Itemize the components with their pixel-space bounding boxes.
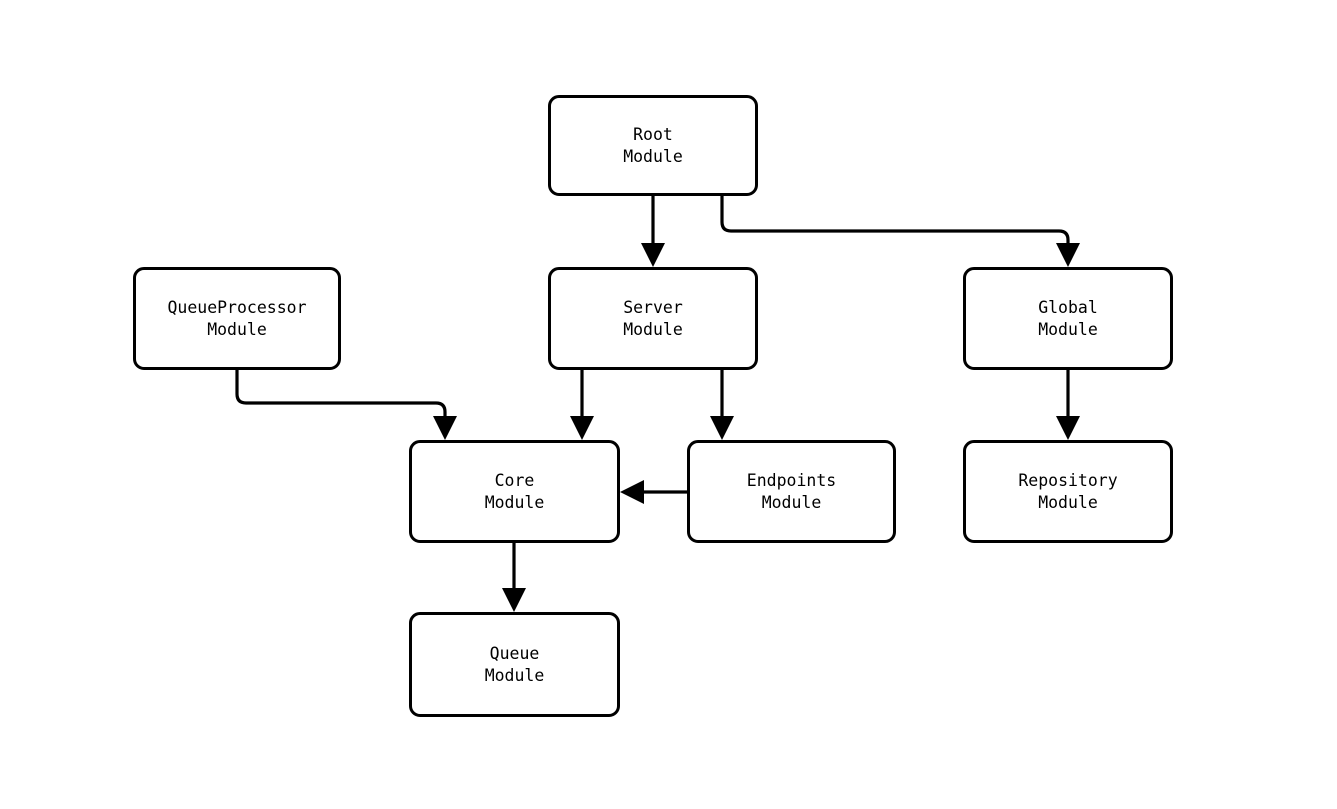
edge-root-to-global — [720, 196, 1080, 267]
edge-queueprocessor-to-core — [235, 370, 457, 440]
edge-endpoints-to-core — [620, 480, 687, 504]
node-queueprocessor-module-label: QueueProcessor Module — [167, 297, 307, 339]
node-endpoints-module-label: Endpoints Module — [746, 470, 837, 512]
node-repository-module[interactable]: Repository Module — [963, 440, 1173, 543]
node-global-module[interactable]: Global Module — [963, 267, 1173, 370]
node-server-module[interactable]: Server Module — [548, 267, 758, 370]
node-global-module-label: Global Module — [1038, 297, 1098, 339]
edge-core-to-queue — [502, 543, 526, 612]
edge-server-to-endpoints — [710, 370, 734, 440]
node-queueprocessor-module[interactable]: QueueProcessor Module — [133, 267, 341, 370]
node-root-module-label: Root Module — [623, 124, 683, 166]
node-queue-module-label: Queue Module — [484, 643, 545, 685]
node-server-module-label: Server Module — [623, 297, 683, 339]
node-repository-module-label: Repository Module — [1018, 470, 1118, 512]
node-core-module[interactable]: Core Module — [409, 440, 620, 543]
edge-server-to-core — [570, 370, 594, 440]
node-endpoints-module[interactable]: Endpoints Module — [687, 440, 896, 543]
node-core-module-label: Core Module — [484, 470, 545, 512]
edge-global-to-repository — [1056, 370, 1080, 440]
node-queue-module[interactable]: Queue Module — [409, 612, 620, 717]
edge-root-to-server — [641, 196, 665, 267]
node-root-module[interactable]: Root Module — [548, 95, 758, 196]
